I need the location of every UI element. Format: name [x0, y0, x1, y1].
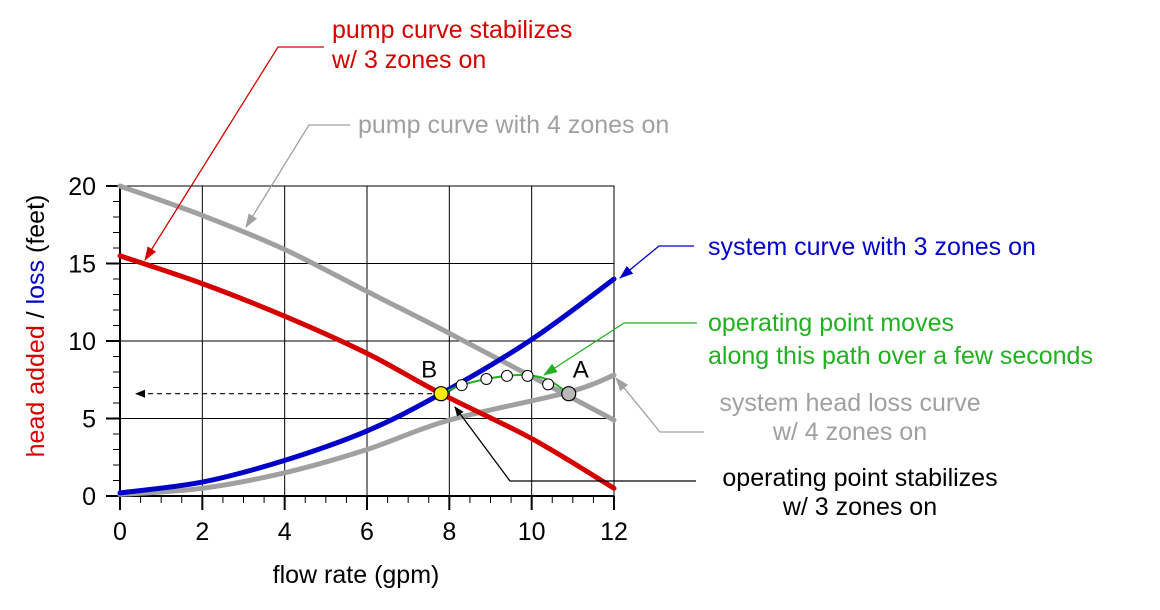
annotation-sys4-line2: w/ 4 zones on	[772, 418, 927, 446]
leader-op-point	[454, 406, 696, 482]
x-axis-label: flow rate (gpm)	[273, 561, 440, 589]
annotation-leaders	[144, 46, 704, 482]
annotation-sys4: system head loss curve w/ 4 zones on	[719, 389, 980, 446]
x-tick-label: 0	[113, 518, 127, 546]
y-axis-label-part: loss	[22, 260, 50, 304]
operating-point-B	[433, 386, 449, 402]
annotation-transition-line2: along this path over a few seconds	[708, 342, 1093, 370]
annotation-pump4: pump curve with 4 zones on	[358, 111, 669, 139]
plot-frame	[119, 185, 615, 497]
x-tick-label: 12	[600, 518, 628, 546]
y-tick-labels: 0 5 10 15 20	[68, 173, 96, 511]
y-tick-label: 20	[68, 173, 96, 201]
y-tick-label: 10	[68, 328, 96, 356]
y-axis-label-part: head added	[22, 325, 50, 457]
transition-marker	[542, 378, 555, 391]
y-tick-label: 0	[82, 483, 96, 511]
leader-sys4	[615, 377, 704, 433]
operating-point-A	[561, 386, 577, 402]
annotation-sys3: system curve with 3 zones on	[708, 233, 1036, 261]
x-tick-label: 10	[518, 518, 546, 546]
operating-point-label-A: A	[573, 357, 589, 384]
transition-marker	[480, 372, 493, 385]
transition-marker	[500, 369, 513, 382]
x-tick-label: 8	[442, 518, 456, 546]
y-axis-label-part: /	[22, 304, 50, 325]
series-line-pump3	[117, 253, 617, 491]
transition-marker	[455, 379, 468, 392]
leader-transition	[543, 322, 697, 376]
y-axis-label: head added / loss (feet)	[22, 195, 50, 458]
y-tick-label: 15	[68, 251, 96, 279]
annotation-pump3-line1: pump curve stabilizes	[332, 16, 572, 44]
series-line-sys3	[117, 276, 617, 496]
annotation-pump3: pump curve stabilizes w/ 3 zones on	[331, 16, 572, 74]
y-tick-label: 5	[82, 406, 96, 434]
axes	[119, 185, 615, 497]
annotation-transition-line1: operating point moves	[708, 309, 954, 337]
x-tick-labels: 0 2 4 6 8 10 12	[113, 518, 628, 546]
operating-point-label-B: B	[421, 357, 437, 384]
annotation-transition: operating point moves along this path ov…	[708, 309, 1093, 370]
annotation-op-point: operating point stabilizes w/ 3 zones on	[722, 464, 997, 521]
x-tick-label: 2	[195, 518, 209, 546]
transition-marker	[521, 369, 534, 382]
leader-sys3	[619, 245, 694, 279]
leader-pump3	[144, 46, 324, 261]
x-tick-label: 6	[360, 518, 374, 546]
annotation-sys4-line1: system head loss curve	[719, 389, 980, 417]
annotation-op-point-line1: operating point stabilizes	[722, 464, 997, 492]
leader-pump4	[245, 124, 350, 228]
annotation-op-point-line2: w/ 3 zones on	[782, 493, 937, 521]
y-axis-label-part: (feet)	[22, 195, 50, 260]
transition-path-layer	[135, 369, 570, 398]
annotation-pump3-line2: w/ 3 zones on	[331, 46, 486, 74]
x-tick-label: 4	[278, 518, 292, 546]
axis-ticks	[106, 185, 615, 510]
